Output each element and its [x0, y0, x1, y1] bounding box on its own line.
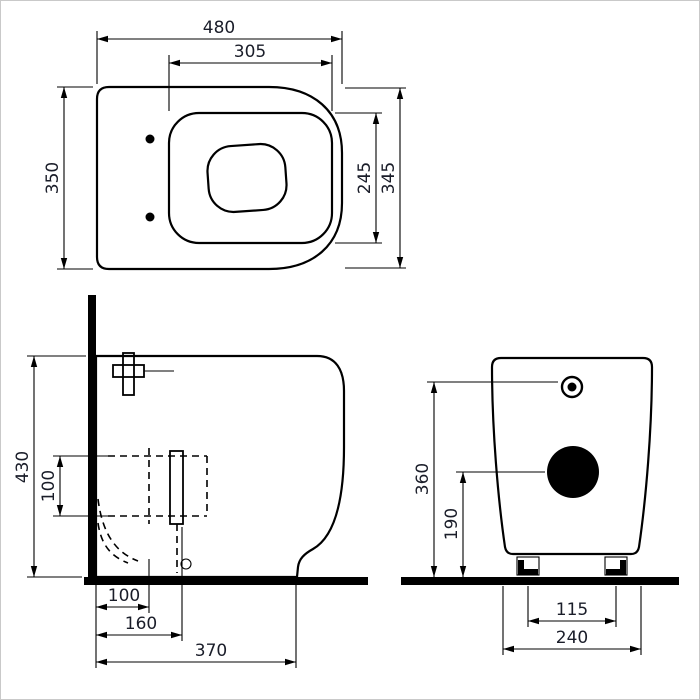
floor-line-rear	[401, 577, 679, 585]
dim-label-base-width: 240	[556, 628, 588, 648]
dim-label-outlet-height: 190	[442, 508, 462, 540]
dim-label-overall-depth: 350	[43, 162, 63, 194]
dim-label-fixing-centres: 115	[556, 600, 588, 620]
dim-label-seat-width: 305	[234, 42, 266, 62]
dim-trap-height: 100	[39, 455, 108, 517]
dim-label-overall-width: 480	[203, 18, 235, 38]
dim-label-bowl-depth: 345	[379, 162, 399, 194]
dim-seat-depth: 245	[335, 112, 382, 244]
outlet-pipe	[169, 450, 184, 525]
waste-outlet-hole	[547, 446, 599, 498]
hidden-trapway	[97, 448, 208, 573]
dim-label-trap-height: 100	[39, 470, 59, 502]
hinge-dot-top	[145, 134, 155, 144]
hinge-dot-bottom	[145, 212, 155, 222]
side-elevation: 430 100 100 160 370	[13, 295, 368, 668]
water-inlet-dot	[567, 382, 577, 392]
dim-bowl-depth: 345	[345, 87, 406, 269]
fixing-foot-right	[604, 556, 628, 576]
dim-label-depth: 370	[195, 641, 227, 661]
floor-line-side	[84, 577, 368, 585]
inlet-valve-detail	[112, 352, 174, 396]
pan-outer-outline	[95, 85, 344, 271]
dim-base-width: 240	[502, 586, 642, 655]
dim-seat-width: 305	[168, 42, 333, 111]
pan-rear-outline	[490, 356, 654, 556]
dim-overall-depth: 350	[43, 86, 93, 270]
wall-line	[88, 295, 96, 584]
dim-label-height: 430	[13, 451, 33, 483]
dim-label-outlet-offset: 160	[125, 614, 157, 634]
dim-label-seat-depth: 245	[355, 162, 375, 194]
plan-view: 480 305 350 245 345	[43, 18, 406, 271]
dim-label-drain-offset: 100	[108, 586, 140, 606]
pan-side-profile	[94, 354, 346, 579]
dim-fixing-centres: 115	[527, 586, 617, 627]
drain-hole	[180, 558, 192, 570]
fixing-foot-left	[516, 556, 540, 576]
dim-outlet-height: 190	[442, 471, 545, 577]
dim-overall-width: 480	[96, 18, 343, 84]
dim-height: 430	[13, 355, 86, 578]
dim-inlet-height: 360	[413, 381, 558, 577]
rear-elevation: 360 190 115 240	[401, 356, 679, 655]
seat-ring-outline	[167, 111, 334, 245]
dim-label-inlet-height: 360	[413, 463, 433, 495]
bowl-opening-outline	[206, 142, 288, 214]
dim-bottom-offsets: 100 160 370	[95, 527, 297, 668]
